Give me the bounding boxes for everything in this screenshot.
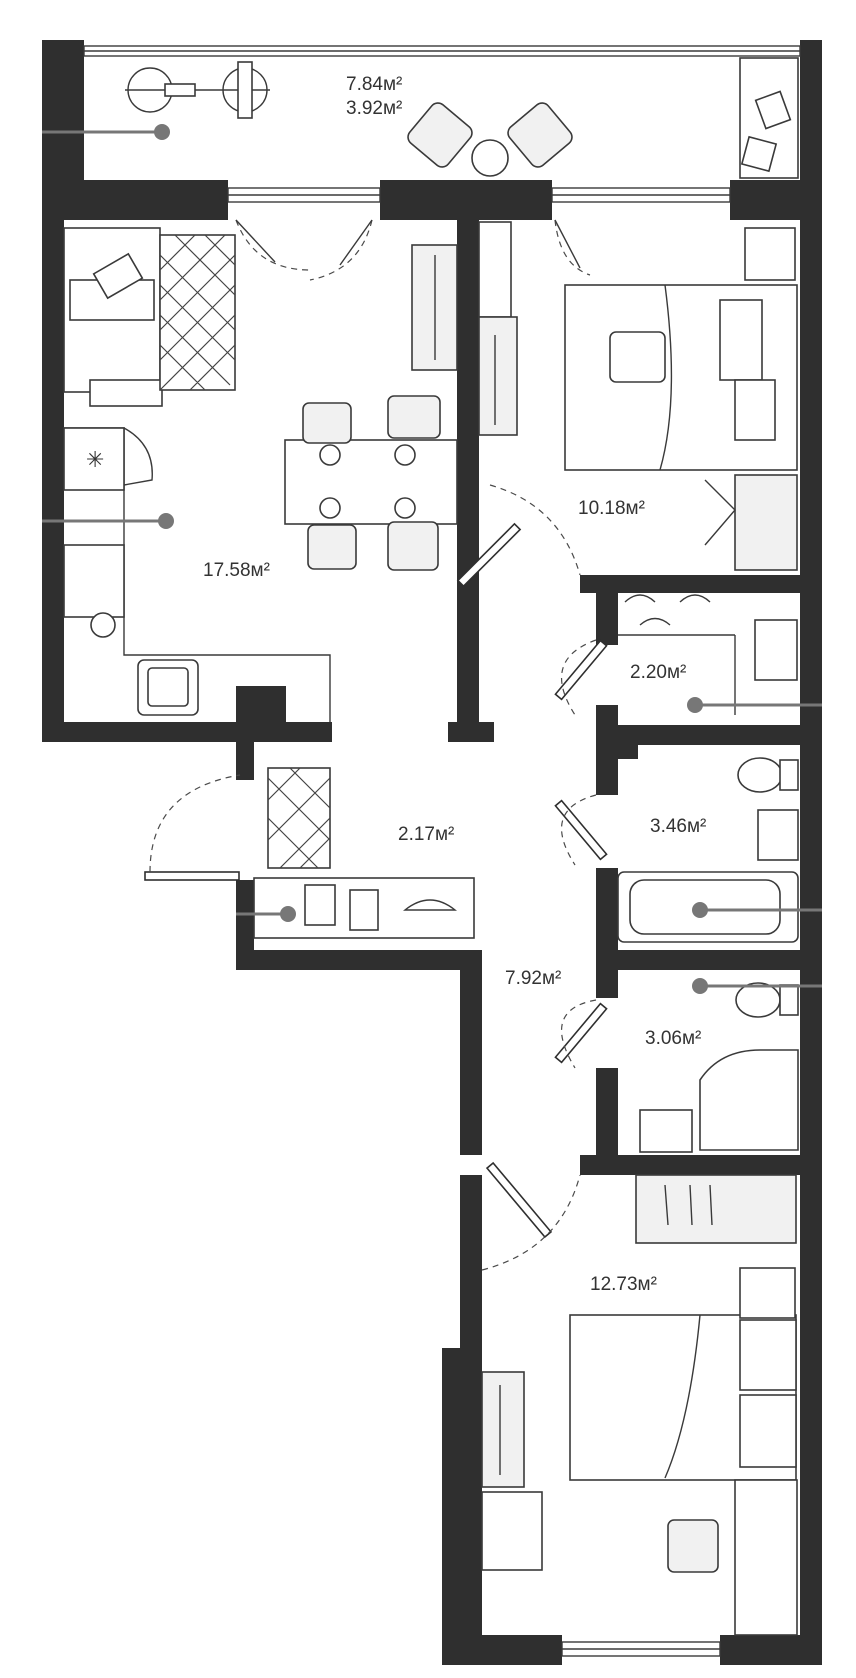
area-labels: 7.84м² 3.92м² 17.58м² 10.18м² 2.20м² 2.1… [203,74,706,1295]
bedroom-2-area-label: 12.73м² [590,1274,657,1295]
svg-text:✳: ✳ [86,448,104,473]
windows [83,45,801,1657]
closet-area-label: 2.20м² [630,662,686,683]
bathroom-area-label: 3.46м² [650,816,706,837]
bicycle-icon [125,61,270,119]
doors [144,219,608,1271]
bedroom-1-area-label: 10.18м² [578,498,645,519]
walls [42,40,822,1665]
room-markers [42,124,822,994]
toilet-area-label: 3.06м² [645,1028,701,1049]
entrance-area-label: 2.17м² [398,824,454,845]
balcony-area-label: 7.84м² [346,74,402,95]
kitchen-living-area-label: 17.58м² [203,560,270,581]
furniture: ✳ [63,57,799,1636]
balcony-area-secondary-label: 3.92м² [346,98,402,119]
corridor-area-label: 7.92м² [505,968,561,989]
